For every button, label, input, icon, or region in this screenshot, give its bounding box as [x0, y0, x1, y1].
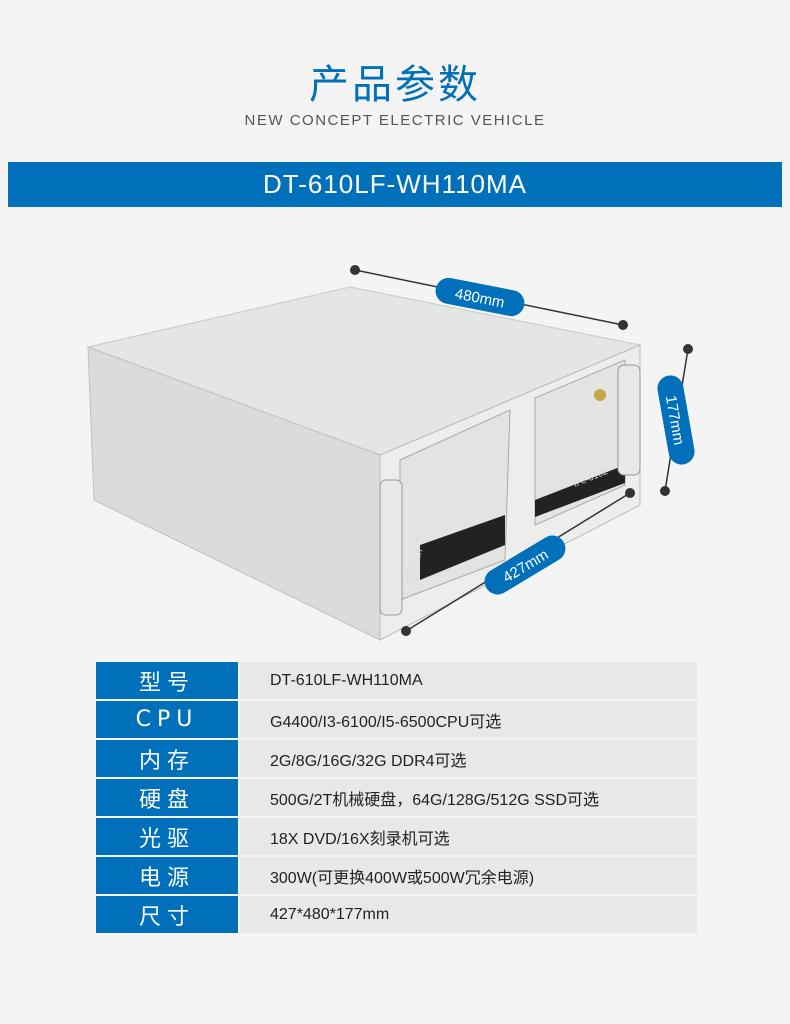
spec-label: 尺寸 — [96, 895, 240, 935]
page-subtitle: NEW CONCEPT ELECTRIC VEHICLE — [244, 112, 546, 129]
front-handle-left — [379, 479, 403, 616]
spec-label: 型号 — [96, 662, 240, 701]
product-image: IPC-610L gtintech 480mm 177mm 427mm — [86, 265, 695, 641]
spec-label: 内存 — [96, 739, 240, 779]
key-lock-icon — [594, 389, 606, 401]
spec-value: DT-610LF-WH110MA — [239, 662, 697, 701]
page-title: 产品参数 — [309, 62, 481, 108]
spec-value: 2G/8G/16G/32G DDR4可选 — [239, 739, 697, 779]
spec-label: 电源 — [96, 856, 240, 896]
spec-value: 300W(可更换400W或500W冗余电源) — [239, 856, 697, 896]
spec-value: 500G/2T机械硬盘，64G/128G/512G SSD可选 — [239, 778, 697, 818]
model-banner: DT-610LF-WH110MA — [8, 162, 782, 207]
spec-value: G4400/I3-6100/I5-6500CPU可选 — [239, 700, 697, 740]
front-handle-right — [617, 364, 641, 476]
spec-value: 427*480*177mm — [239, 895, 697, 935]
spec-label: 光驱 — [96, 817, 240, 857]
spec-label: 硬盘 — [96, 778, 240, 818]
spec-value: 18X DVD/16X刻录机可选 — [239, 817, 697, 857]
spec-label: CPU — [96, 700, 240, 740]
